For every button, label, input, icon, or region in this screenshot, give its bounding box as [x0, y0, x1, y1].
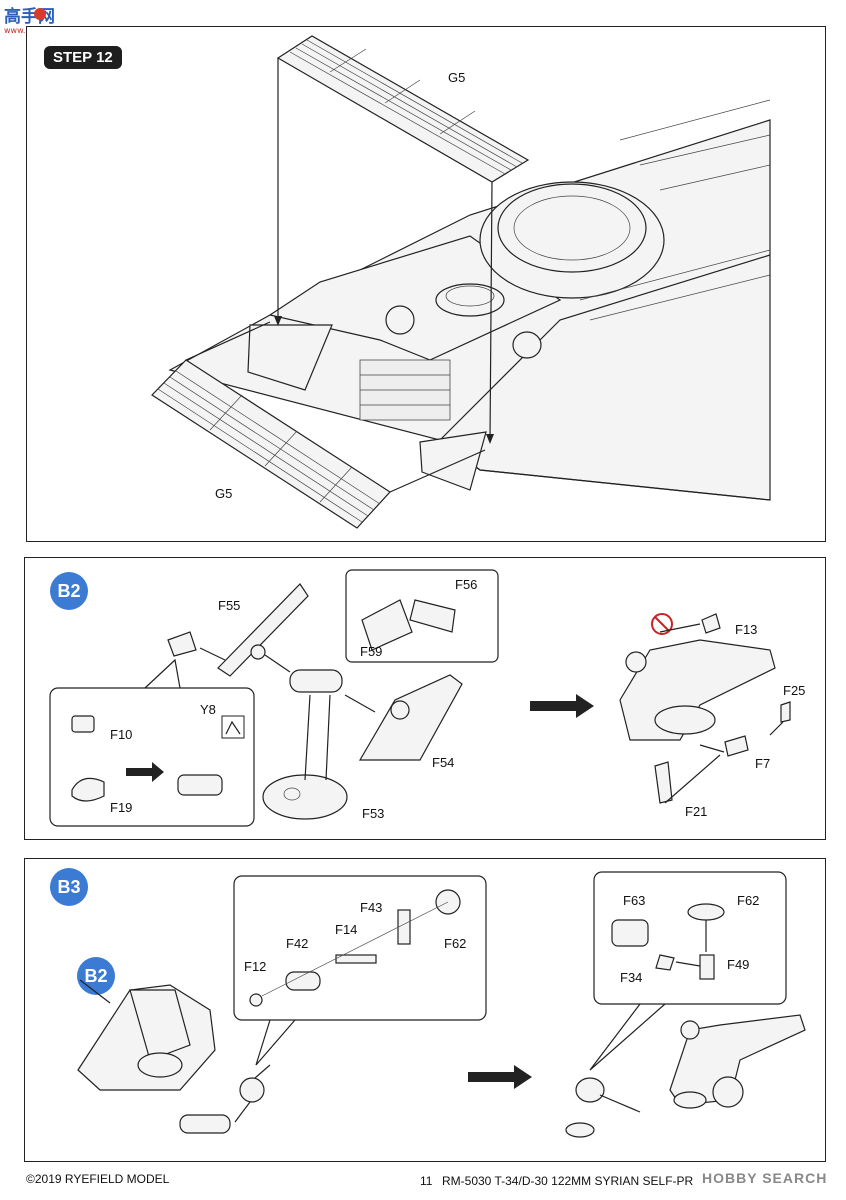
footer-copyright: ©2019 RYEFIELD MODEL: [26, 1172, 170, 1186]
label-f43: F43: [360, 900, 383, 915]
label-f62-right: F62: [737, 893, 760, 908]
footer-watermark: HOBBY SEARCH: [702, 1170, 828, 1186]
label-f21: F21: [685, 804, 708, 819]
label-f42: F42: [286, 936, 309, 951]
footer-product: RM-5030 T-34/D-30 122MM SYRIAN SELF-PR: [442, 1174, 694, 1188]
step12-badge: STEP 12: [44, 46, 122, 69]
label-y8: Y8: [200, 702, 216, 717]
b3-sub-badge-b2: B2: [77, 957, 115, 995]
label-f49: F49: [727, 957, 750, 972]
label-f54: F54: [432, 755, 455, 770]
label-f63: F63: [623, 893, 646, 908]
label-f19: F19: [110, 800, 133, 815]
label-f25: F25: [783, 683, 806, 698]
label-f56: F56: [455, 577, 478, 592]
label-f14: F14: [335, 922, 358, 937]
footer-page-number: 11: [420, 1174, 433, 1188]
b2-badge: B2: [50, 572, 88, 610]
label-f13: F13: [735, 622, 758, 637]
label-g5-bottom: G5: [215, 486, 233, 501]
label-f55: F55: [218, 598, 241, 613]
label-f53: F53: [362, 806, 385, 821]
label-f59: F59: [360, 644, 383, 659]
label-f34: F34: [620, 970, 643, 985]
label-f10: F10: [110, 727, 133, 742]
label-f12: F12: [244, 959, 267, 974]
label-f7: F7: [755, 756, 771, 771]
grille-g5-top: [276, 35, 530, 183]
b3-badge: B3: [50, 868, 88, 906]
label-g5-top: G5: [448, 70, 466, 85]
label-f62-left: F62: [444, 936, 467, 951]
hull: [168, 99, 771, 501]
